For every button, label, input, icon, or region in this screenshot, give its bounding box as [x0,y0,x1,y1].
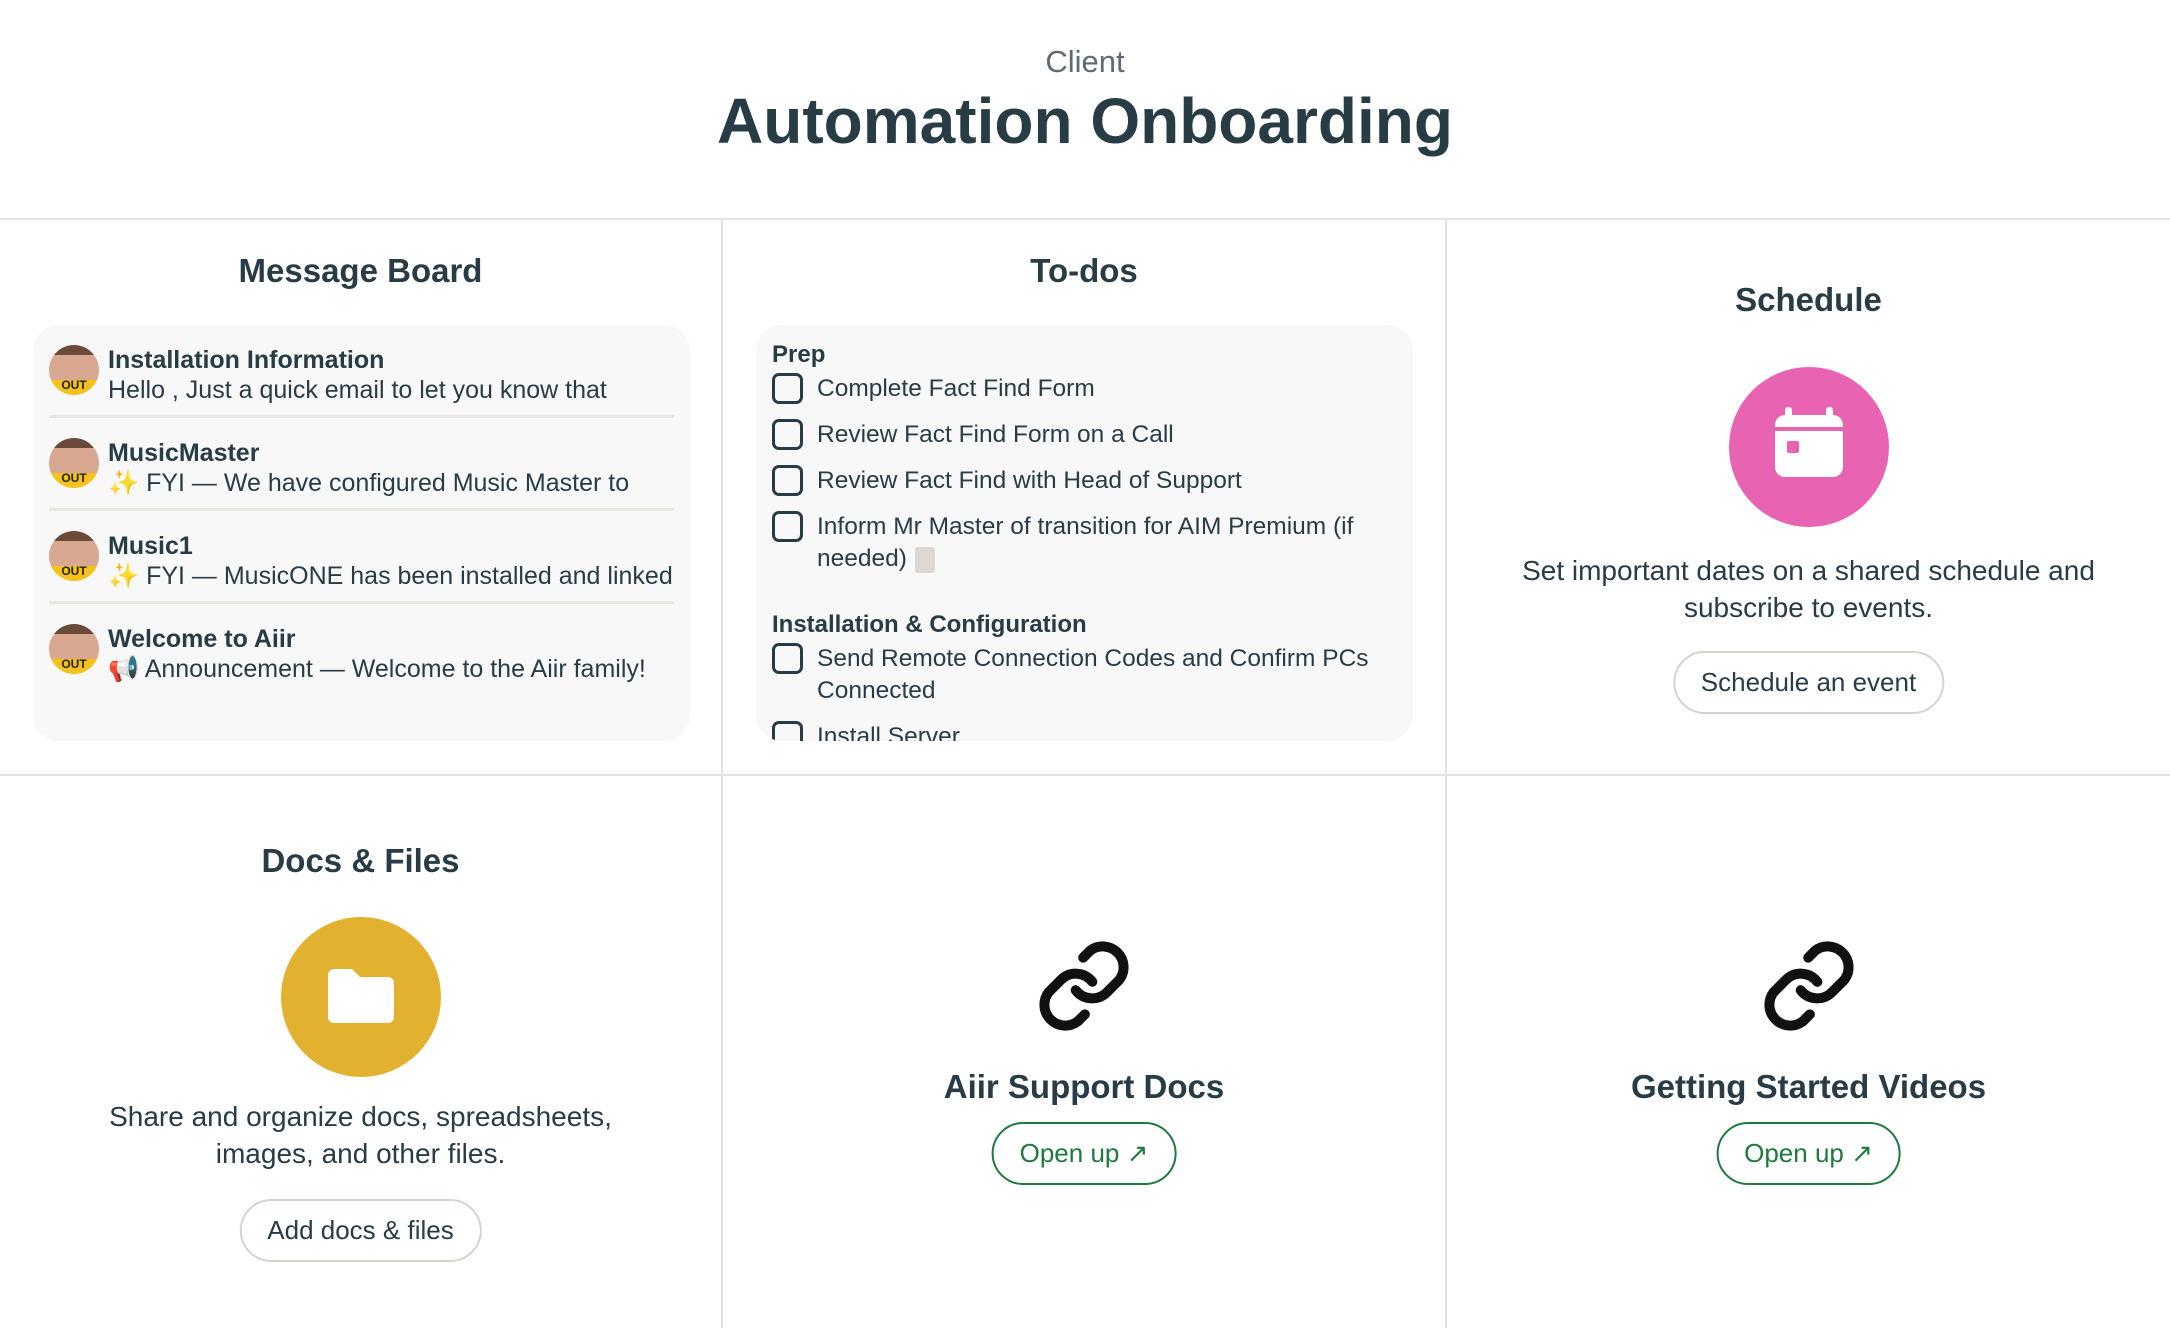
todo-item: Send Remote Connection Codes and Confirm… [772,643,1397,707]
todo-checkbox[interactable] [772,419,803,450]
avatar: OUT [49,438,99,488]
todo-checkbox[interactable] [772,511,803,542]
folder-icon [280,917,441,1077]
todo-label[interactable]: Review Fact Find Form on a Call [817,421,1174,448]
todo-group-title[interactable]: Prep [772,341,826,368]
open-support-docs-button[interactable]: Open up ↗ [991,1122,1177,1185]
message-excerpt: 📢 Announcement — Welcome to the Aiir fam… [108,655,646,683]
message-board-tool: Message Board OUT Installation Informatio… [0,220,723,776]
out-badge: OUT [61,657,87,671]
schedule-tool: Schedule Set important dates on a shared… [1447,220,2170,776]
out-badge: OUT [61,564,87,578]
todo-checkbox[interactable] [772,721,803,741]
open-getting-started-button[interactable]: Open up ↗ [1716,1122,1901,1185]
todo-list: Prep Complete Fact Find Form Review Fact… [756,325,1413,741]
message-item[interactable]: OUT Welcome to Aiir📢 Announcement — Welco… [49,604,674,694]
project-client: Client [1045,44,1125,79]
support-docs-link: Aiir Support Docs Open up ↗ [723,776,1447,1328]
project-header: Client Automation Onboarding [0,0,2170,220]
avatar: OUT [49,531,99,581]
docs-tool: Docs & Files Share and organize docs, sp… [0,776,723,1328]
todos-tool: To-dos Prep Complete Fact Find Form Revi… [723,220,1447,776]
calendar-icon [1728,367,1889,527]
schedule-description: Set important dates on a shared schedule… [1522,555,2095,623]
out-badge: OUT [61,378,87,392]
todo-item: Complete Fact Find Form [772,373,1397,405]
getting-started-link: Getting Started Videos Open up ↗ [1447,776,2170,1328]
todo-label[interactable]: Install Server [817,723,960,741]
todo-group-title[interactable]: Installation & Configuration [772,611,1087,638]
avatar: OUT [49,624,99,674]
todo-item: Review Fact Find with Head of Support [772,465,1397,497]
message-excerpt: ✨ FYI — MusicONE has been installed and … [108,562,673,590]
message-title: Installation Information [108,346,385,374]
message-board-title[interactable]: Message Board [238,252,483,289]
docs-description: Share and organize docs, spreadsheets, i… [109,1101,612,1169]
schedule-event-button[interactable]: Schedule an event [1672,651,1945,714]
todo-label[interactable]: Complete Fact Find Form [817,375,1095,402]
link-icon [1039,941,1129,1031]
out-badge: OUT [61,471,87,485]
todo-item: Install Server [772,721,1397,741]
todo-checkbox[interactable] [772,643,803,674]
avatar: OUT [49,345,99,395]
message-title: MusicMaster [108,439,260,467]
getting-started-title[interactable]: Getting Started Videos [1630,1068,1987,1105]
todo-checkbox[interactable] [772,373,803,404]
todos-title[interactable]: To-dos [1030,252,1138,289]
todo-item: Review Fact Find Form on a Call [772,419,1397,451]
message-title: Music1 [108,532,193,560]
todo-item: Inform Mr Master of transition for AIM P… [772,511,1397,575]
message-excerpt: Hello , Just a quick email to let you kn… [108,376,607,404]
add-docs-button[interactable]: Add docs & files [239,1199,482,1262]
todo-label[interactable]: Review Fact Find with Head of Support [817,467,1242,494]
schedule-title[interactable]: Schedule [1735,281,1882,318]
message-item[interactable]: OUT MusicMaster✨ FYI — We have configured… [49,418,674,511]
message-title: Welcome to Aiir [108,625,296,653]
message-item[interactable]: OUT Music1✨ FYI — MusicONE has been insta… [49,511,674,604]
notes-icon [914,546,935,573]
docs-title[interactable]: Docs & Files [261,842,460,879]
support-docs-title[interactable]: Aiir Support Docs [943,1068,1225,1105]
link-icon [1763,941,1854,1031]
todo-checkbox[interactable] [772,465,803,496]
todo-label[interactable]: Inform Mr Master of transition for AIM P… [817,513,1354,572]
project-title: Automation Onboarding [717,85,1453,157]
message-excerpt: ✨ FYI — We have configured Music Master … [108,469,630,497]
todo-label[interactable]: Send Remote Connection Codes and Confirm… [817,645,1369,704]
